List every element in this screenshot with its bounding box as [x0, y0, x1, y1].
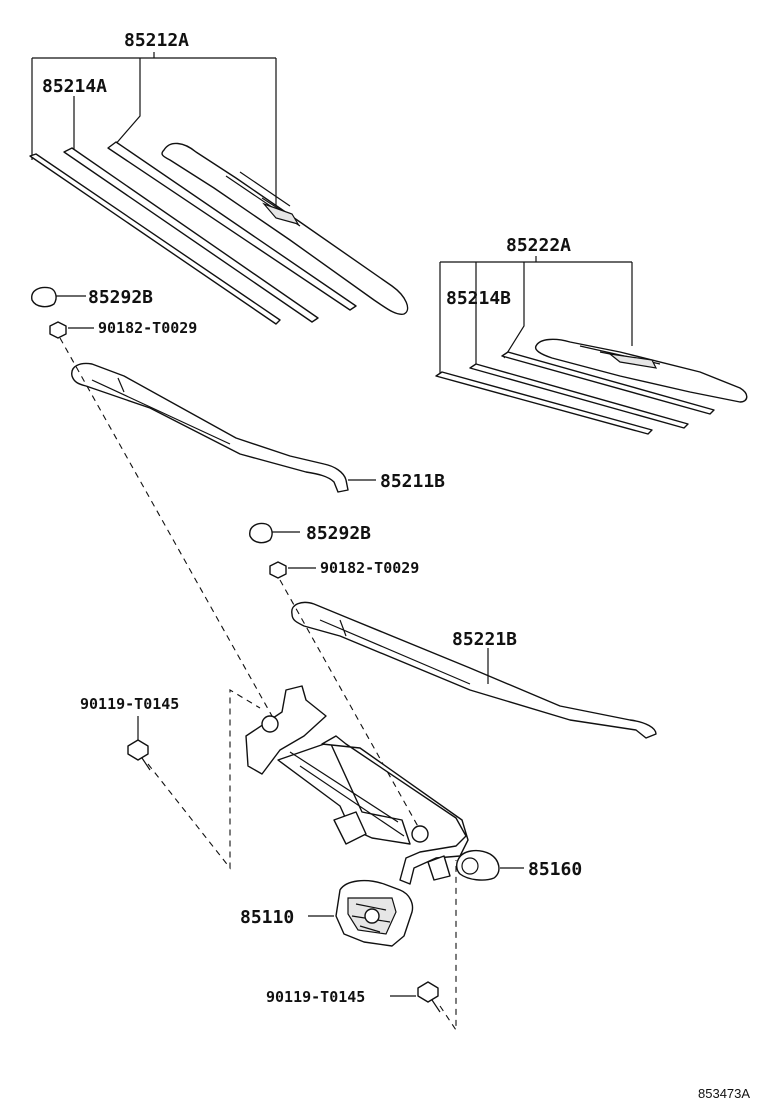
wiper-link-assembly	[245, 685, 524, 885]
rear-arm-mount-line	[279, 579, 421, 831]
label-front-blade-assembly: 85212A	[124, 30, 189, 51]
label-front-blade-refill: 85214A	[42, 76, 107, 97]
front-arm-group	[31, 286, 376, 493]
label-front-arm: 85211B	[380, 471, 445, 492]
rear-wiper-arm	[291, 601, 657, 739]
link-bolt-part	[127, 716, 151, 771]
label-front-nut: 90182-T0029	[98, 319, 197, 337]
rear-wiper-blade	[534, 338, 748, 403]
rear-refill-strip-inner	[469, 363, 689, 429]
front-wiper-blade	[161, 142, 409, 315]
front-wiper-arm	[71, 362, 349, 493]
front-nut-part	[49, 321, 67, 339]
rear-refill-strip-outer	[435, 371, 653, 435]
label-rear-blade-assembly: 85222A	[506, 235, 571, 256]
rear-refill-strip-rubber	[501, 351, 715, 415]
label-rear-blade-refill: 85214B	[446, 288, 511, 309]
label-motor-bolt: 90119-T0145	[266, 988, 365, 1006]
bolt-mount-line-left	[147, 689, 261, 870]
rear-cap-part	[249, 522, 273, 544]
wiper-motor	[308, 879, 414, 947]
front-arm-mount-line	[59, 337, 273, 717]
bolt-mount-line-right	[439, 860, 457, 1032]
diagram-reference-number: 853473A	[698, 1086, 750, 1101]
rear-blade-group	[435, 256, 748, 435]
label-front-cap: 85292B	[88, 287, 153, 308]
rear-nut-part	[269, 561, 287, 579]
label-rear-arm: 85221B	[452, 629, 517, 650]
label-rear-cap: 85292B	[306, 523, 371, 544]
label-rear-nut: 90182-T0029	[320, 559, 419, 577]
front-refill-strip-rubber	[107, 141, 357, 311]
rear-arm-group	[249, 522, 657, 739]
front-cap-part	[31, 286, 57, 308]
front-refill-strip-inner	[63, 147, 319, 323]
front-refill-strip-outer	[29, 153, 281, 325]
motor-bolt-part	[390, 981, 441, 1013]
label-link-assembly: 85160	[528, 859, 582, 880]
label-link-bolt: 90119-T0145	[80, 695, 179, 713]
front-blade-group	[29, 52, 409, 325]
label-motor: 85110	[240, 907, 294, 928]
